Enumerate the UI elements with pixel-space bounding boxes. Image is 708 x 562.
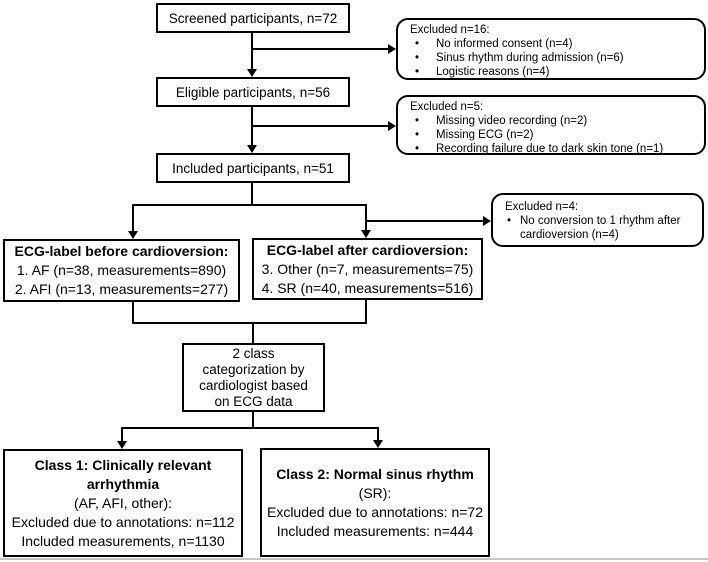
- connector-merge-right: [365, 300, 367, 324]
- connector-categorization-down: [252, 412, 254, 429]
- connector-to-excluded-eligibility: [251, 125, 388, 127]
- excluded-screening-item: • Sinus rhythm during admission (n=6): [410, 51, 698, 65]
- ecg-after-line: 3. Other (n=7, measurements=75): [261, 260, 474, 277]
- class2-line: (SR):: [358, 484, 392, 501]
- categorization-line: on ECG data: [214, 393, 293, 409]
- arrow-right-icon: [388, 121, 396, 131]
- excluded-conversion-box: Excluded n=4: • No conversion to 1 rhyth…: [491, 193, 704, 247]
- class2-title: Class 2: Normal sinus rhythm: [276, 465, 474, 482]
- excluded-eligibility-item: • Missing video recording (n=2): [410, 114, 698, 128]
- ecg-before-title: ECG-label before cardioversion:: [14, 243, 229, 259]
- arrow-down-icon: [373, 440, 383, 448]
- excluded-conversion-title: Excluded n=4:: [505, 201, 579, 213]
- categorization-line: 2 class: [232, 345, 275, 361]
- excluded-conversion-item: • No conversion to 1 rhythm after cardio…: [505, 214, 696, 242]
- eligible-participants-label: Eligible participants, n=56: [175, 84, 331, 100]
- screened-participants-label: Screened participants, n=72: [168, 10, 338, 26]
- excluded-screening-item: • No informed consent (n=4): [410, 37, 698, 51]
- bullet-icon: •: [415, 52, 420, 64]
- excluded-screening-title: Excluded n=16:: [410, 24, 490, 36]
- ecg-before-cardioversion-box: ECG-label before cardioversion: 1. AF (n…: [3, 239, 240, 302]
- bullet-icon: •: [415, 143, 420, 155]
- class1-title: Class 1: Clinically relevant arrhythmia: [34, 456, 212, 492]
- connector-to-excluded-conversion: [365, 220, 483, 222]
- bullet-icon: •: [507, 215, 512, 227]
- ecg-before-line: 2. AFI (n=13, measurements=277): [14, 281, 229, 297]
- class2-box: Class 2: Normal sinus rhythm (SR): Exclu…: [260, 448, 490, 557]
- connector-merge-down: [252, 322, 254, 343]
- arrow-down-icon: [247, 145, 257, 153]
- connector-merge-left: [132, 302, 134, 324]
- ecg-after-line: 4. SR (n=40, measurements=516): [261, 279, 474, 296]
- screened-participants-box: Screened participants, n=72: [156, 3, 350, 33]
- excluded-eligibility-item-text: Missing ECG (n=2): [436, 129, 534, 141]
- arrow-down-icon: [361, 230, 371, 238]
- categorization-line: cardiologist based: [199, 377, 308, 393]
- class1-line: Included measurements, n=1130: [21, 532, 225, 549]
- excluded-conversion-item-text: No conversion to 1 rhythm after cardiove…: [520, 215, 681, 241]
- arrow-right-icon: [483, 216, 491, 226]
- connector-included-branch: [251, 183, 253, 206]
- categorization-line: categorization by: [202, 361, 305, 377]
- connector-branch-right: [365, 204, 367, 230]
- excluded-screening-item-text: Sinus rhythm during admission (n=6): [436, 52, 624, 64]
- connector-screened-eligible: [251, 33, 253, 69]
- bullet-icon: •: [415, 115, 420, 127]
- excluded-eligibility-box: Excluded n=5: • Missing video recording …: [396, 95, 706, 155]
- included-participants-label: Included participants, n=51: [172, 160, 334, 176]
- connector-branch-bar-bottom: [121, 427, 379, 429]
- ecg-after-title: ECG-label after cardioversion:: [266, 241, 469, 258]
- arrow-down-icon: [117, 441, 127, 449]
- class2-line: Included measurements: n=444: [276, 522, 474, 539]
- figure-bottom-rule: [0, 558, 708, 560]
- class1-line: (AF, AFI, other):: [73, 494, 173, 511]
- bullet-icon: •: [415, 38, 420, 50]
- ecg-after-cardioversion-box: ECG-label after cardioversion: 3. Other …: [252, 238, 483, 300]
- connector-branch-left: [132, 204, 134, 231]
- arrow-right-icon: [388, 44, 396, 54]
- categorization-box: 2 class categorization by cardiologist b…: [182, 343, 325, 412]
- connector-branch-bar-top: [132, 204, 367, 206]
- excluded-eligibility-item-text: Recording failure due to dark skin tone …: [436, 143, 664, 155]
- connector-class2-stub: [377, 427, 379, 441]
- included-participants-box: Included participants, n=51: [156, 153, 350, 183]
- class2-line: Excluded due to annotations: n=72: [266, 503, 483, 520]
- excluded-eligibility-title: Excluded n=5:: [410, 101, 484, 113]
- connector-to-excluded-screening: [251, 48, 388, 50]
- excluded-eligibility-item: • Missing ECG (n=2): [410, 128, 698, 142]
- excluded-screening-item: • Logistic reasons (n=4): [410, 65, 698, 79]
- ecg-before-line: 1. AF (n=38, measurements=890): [16, 262, 227, 278]
- connector-class1-stub: [121, 427, 123, 442]
- excluded-eligibility-item-text: Missing video recording (n=2): [436, 115, 588, 127]
- excluded-screening-item-text: No informed consent (n=4): [436, 38, 573, 50]
- eligible-participants-box: Eligible participants, n=56: [156, 77, 350, 107]
- bullet-icon: •: [415, 66, 420, 78]
- bullet-icon: •: [415, 129, 420, 141]
- excluded-screening-item-text: Logistic reasons (n=4): [436, 66, 550, 78]
- excluded-screening-box: Excluded n=16: • No informed consent (n=…: [396, 18, 706, 80]
- arrow-down-icon: [247, 69, 257, 77]
- class1-line: Excluded due to annotations: n=112: [11, 513, 235, 530]
- class1-box: Class 1: Clinically relevant arrhythmia …: [3, 449, 243, 557]
- arrow-down-icon: [128, 231, 138, 239]
- excluded-eligibility-item: • Recording failure due to dark skin ton…: [410, 142, 698, 156]
- connector-merge-bar: [132, 322, 367, 324]
